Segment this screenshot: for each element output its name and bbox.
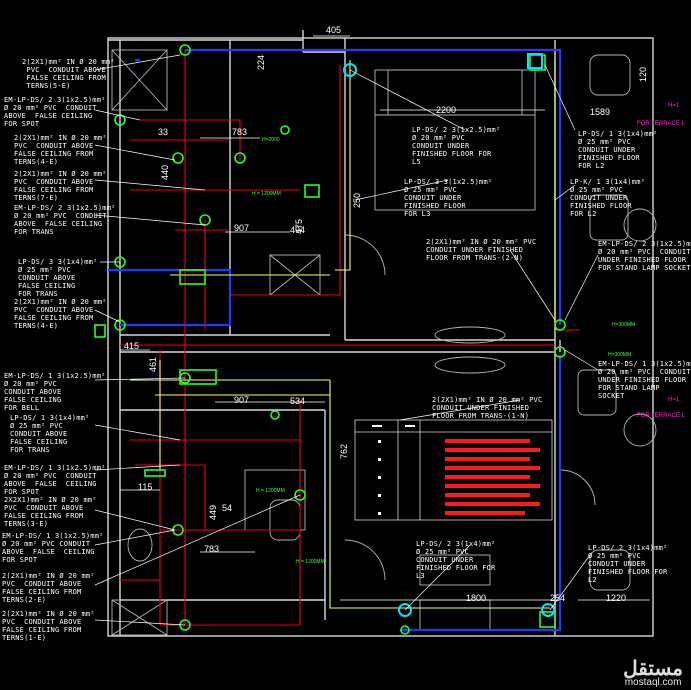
note-left-9: LP-DS/ 1 3(1x4)mm² Ø 25 mm² PVC CONDUIT … <box>10 414 90 454</box>
legend-table <box>354 419 553 521</box>
note-left-8: EM-LP-DS/ 1 3(1x2.5)mm² Ø 20 mm² PVC CON… <box>4 372 106 412</box>
tag-h1200-a: H = 1200MM <box>252 191 281 197</box>
dim-224: 224 <box>256 54 267 71</box>
note-center-5: LP-DS/ 2 3(1x4)mm² Ø 25 mm² PVC CONDUIT … <box>416 540 496 580</box>
note-right-1: LP-DS/ 1 3(1x4)mm² Ø 25 mm² PVC CONDUIT … <box>578 130 658 170</box>
dim-494: 494 <box>290 225 306 235</box>
dim-115: 115 <box>138 482 153 492</box>
dim-1220: 1220 <box>606 593 627 603</box>
dim-534: 534 <box>290 396 306 406</box>
dim-254: 254 <box>550 593 566 603</box>
tag-terrace-top: FOR TERRACE L <box>637 121 685 127</box>
note-right-5: LP-DS/ 2 3(1x4)mm² Ø 25 mm² PVC CONDUIT … <box>588 544 668 584</box>
note-left-7: 2(2X1)mm² IN Ø 20 mm² PVC CONDUIT ABOVE … <box>14 298 107 330</box>
wall-outline <box>107 30 654 637</box>
tag-h1200-c: H = 1200MM <box>296 559 325 565</box>
tag-h-top: H=1 <box>668 103 680 109</box>
dim-250: 250 <box>352 192 363 209</box>
dim-907-top: 907 <box>234 223 250 233</box>
yellow-circuit <box>130 60 556 609</box>
note-left-12: EM-LP-DS/ 1 3(1x2.5)mm² Ø 20 mm² PVC CON… <box>2 532 104 564</box>
note-right-3: EM-LP-DS/ 2 3(1x2.5)mm² Ø 20 mm² PVC CON… <box>598 240 691 272</box>
note-left-3: 2(2X1)mm² IN Ø 20 mm² PVC CONDUIT ABOVE … <box>14 134 107 166</box>
dim-449: 449 <box>208 504 219 521</box>
tag-h-mid: H=1 <box>668 397 680 403</box>
note-left-14: 2(2X1)mm² IN Ø 20 mm² PVC CONDUIT ABOVE … <box>2 610 95 642</box>
note-left-1: 2(2X1)mm² IN Ø 20 mm² PVC CONDUIT ABOVE … <box>22 58 115 90</box>
tag-h1200-b: H = 1200MM <box>256 488 285 494</box>
dim-54: 54 <box>222 503 233 513</box>
note-left-11: 2X2X1)mm² IN Ø 20 mm² PVC CONDUIT ABOVE … <box>4 496 97 528</box>
dim-33: 33 <box>158 127 169 137</box>
note-center-3: 2(2X1)mm² IN Ø 20 mm² PVC CONDUIT UNDER … <box>426 238 537 262</box>
dim-783-bottom: 783 <box>204 544 220 554</box>
watermark: مستقل mostaql.com <box>623 656 683 688</box>
note-center-4: 2(2X1)mm² IN Ø 20 mm² PVC CONDUIT UNDER … <box>432 396 543 420</box>
dim-1589: 1589 <box>590 107 611 117</box>
dim-440: 440 <box>160 164 171 181</box>
dim-405: 405 <box>326 25 342 35</box>
note-left-6: LP-DS/ 3 3(1x4)mm² Ø 25 mm² PVC CONDUIT … <box>18 258 98 298</box>
dim-907-mid: 907 <box>234 395 250 405</box>
note-left-2: EM-LP-DS/ 2 3(1x2.5)mm² Ø 20 mm² PVC CON… <box>4 96 106 128</box>
dim-415: 415 <box>124 341 140 351</box>
legend-marks <box>372 425 415 515</box>
dimension-lines <box>120 35 650 601</box>
blue-circuit <box>108 48 562 632</box>
watermark-logo: مستقل <box>623 656 683 680</box>
legend-bars <box>445 439 540 515</box>
dim-1800: 1800 <box>466 593 487 603</box>
note-center-2: LP-DS/ 3 3(1x2.5)mm² Ø 25 mm² PVC CONDUI… <box>404 178 493 218</box>
leader-lines <box>94 54 599 626</box>
tag-terrace-mid: FOR TERRACE L <box>637 413 685 419</box>
dim-783-top: 783 <box>232 127 248 137</box>
tag-h300-a: H=300MM <box>612 322 636 328</box>
red-circuit <box>120 50 580 626</box>
note-left-13: 2(2X1)mm² IN Ø 20 mm² PVC CONDUIT ABOVE … <box>2 572 95 604</box>
dim-461: 461 <box>148 356 159 373</box>
dim-120: 120 <box>638 66 649 83</box>
dim-2200: 2200 <box>436 105 457 115</box>
note-center-1: LP-DS/ 2 3(1x2.5)mm² Ø 20 mm² PVC CONDUI… <box>412 126 501 166</box>
note-left-10: EM-LP-DS/ 1 3(1x2.5)mm² Ø 20 mm² PVC CON… <box>4 464 106 496</box>
dim-762: 762 <box>339 443 350 460</box>
note-right-2: LP-K/ 1 3(1x4)mm² Ø 25 mm² PVC CONDUIT U… <box>570 178 646 218</box>
cyan-fixtures <box>343 53 555 617</box>
tag-h2000: H=2000 <box>262 137 280 143</box>
furniture <box>111 49 657 636</box>
watermark-site: mostaql.com <box>624 677 682 688</box>
tag-h300-b: H=300MM <box>608 352 632 358</box>
note-right-4: EM-LP-DS/ 1 3(1x2.5)mm² Ø 20 mm² PVC CON… <box>598 360 691 400</box>
note-left-5: EM-LP-DS/ 2 3(1x2.5)mm² Ø 20 mm² PVC CON… <box>14 204 116 236</box>
note-left-4: 2(2X1)mm² IN Ø 20 mm² PVC CONDUIT ABOVE … <box>14 170 107 202</box>
